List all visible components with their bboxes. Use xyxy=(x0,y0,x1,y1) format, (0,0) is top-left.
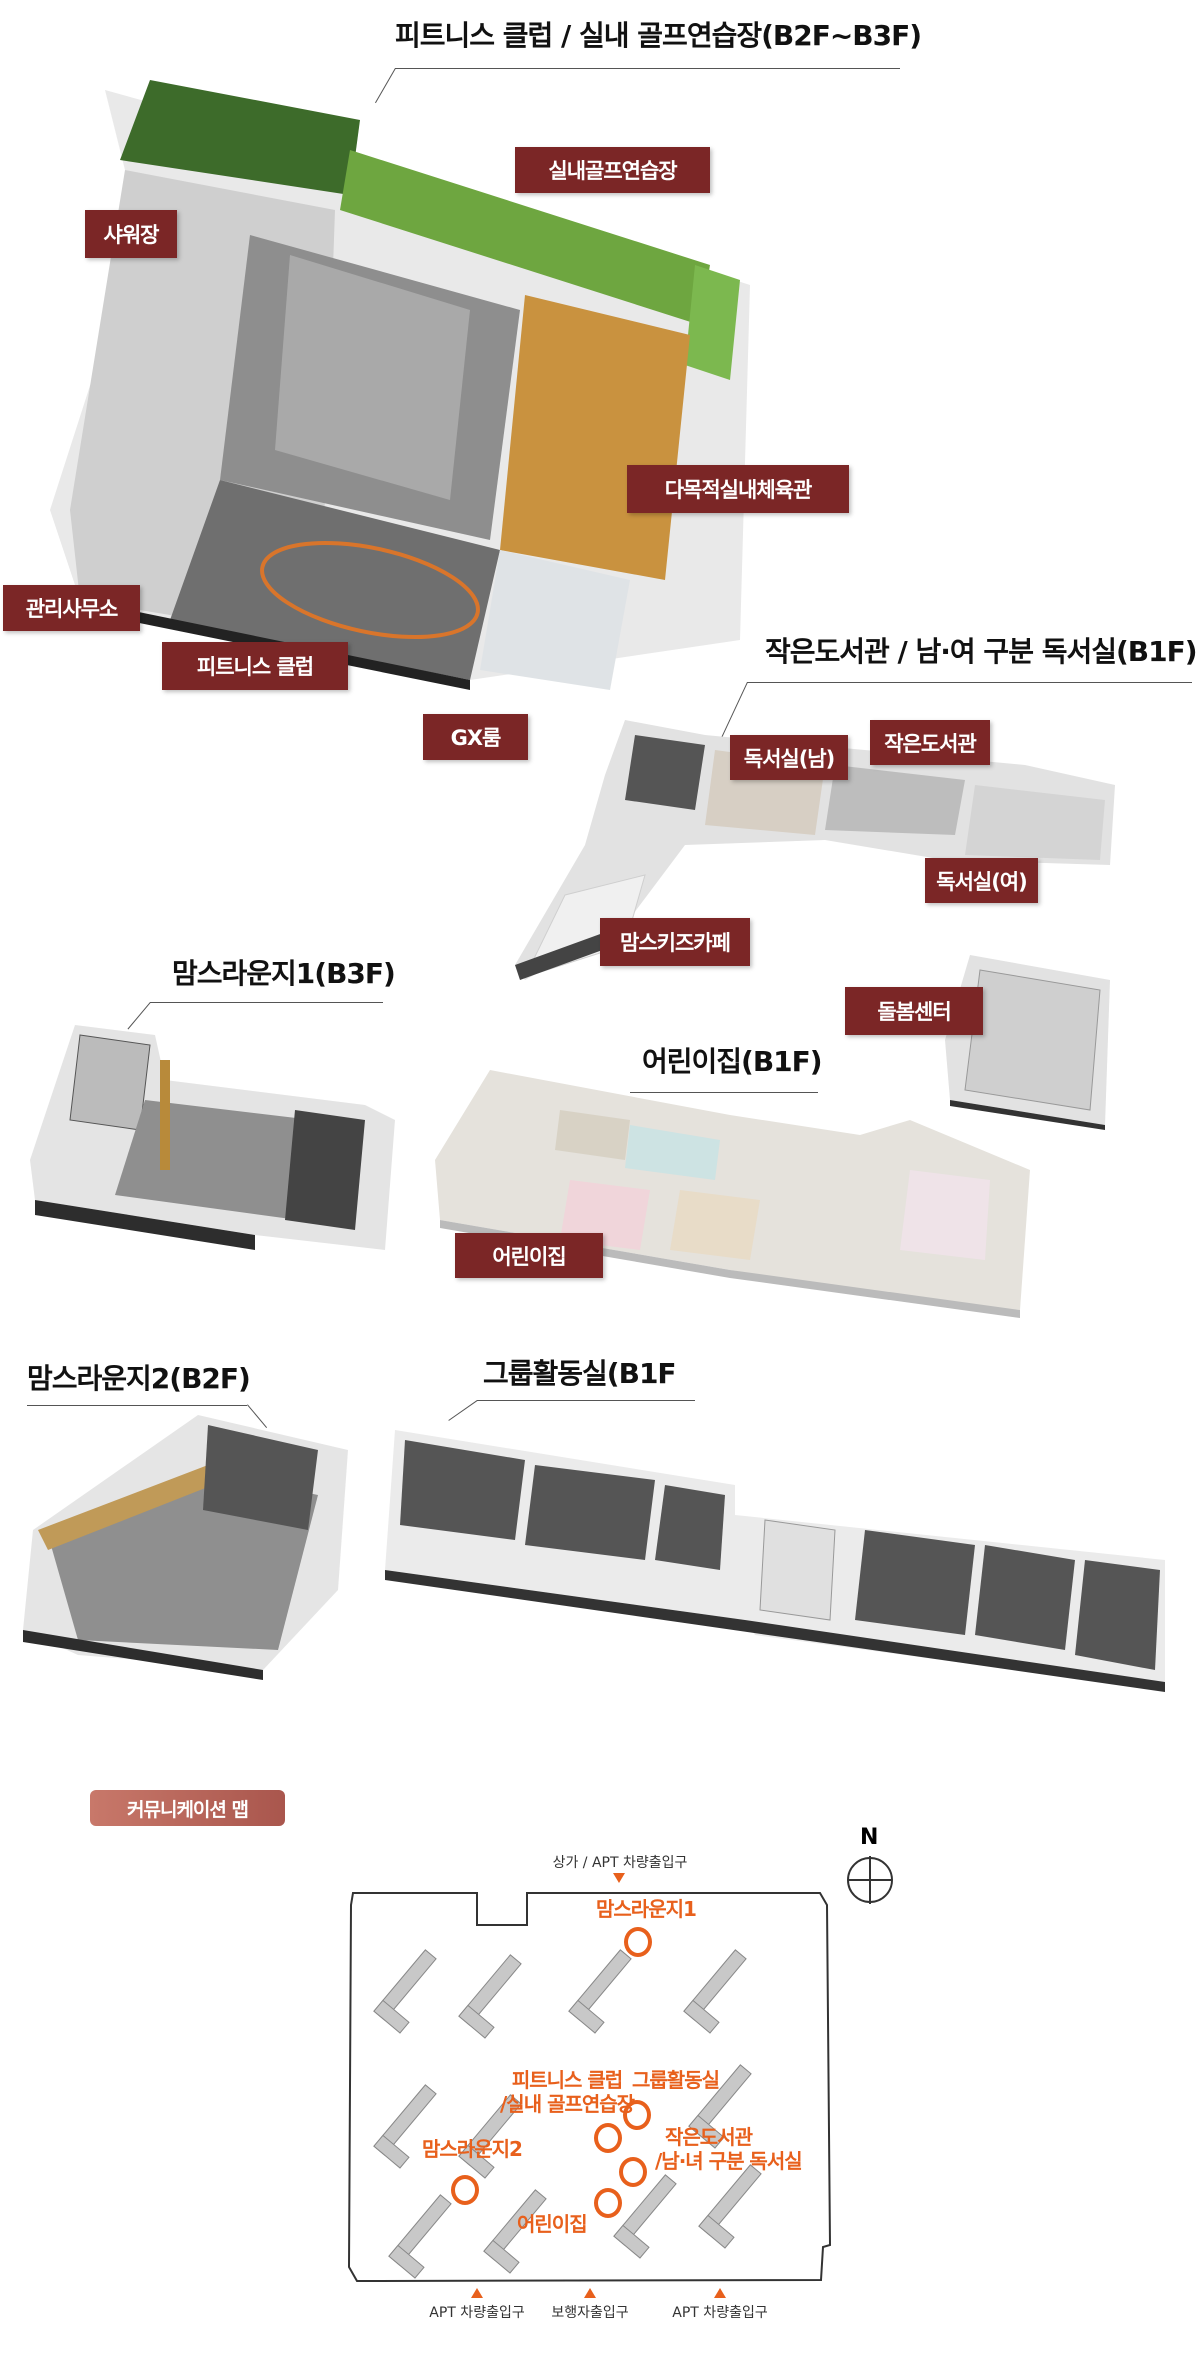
gate-label-top: 상가 / APT 차량출입구 xyxy=(552,1855,688,1871)
map-label-group-room: 그룹활동실 xyxy=(632,2068,720,2092)
gate-arrow-icon xyxy=(714,2288,726,2298)
group-room-floor-plan-image xyxy=(385,1430,1165,1692)
library-floor-plan-image xyxy=(515,720,1115,980)
location-marker-icon[interactable] xyxy=(594,2188,622,2218)
title-underline xyxy=(27,1405,247,1406)
community-map-badge: 커뮤니케이션 맵 xyxy=(90,1790,285,1826)
title-underline xyxy=(150,1002,383,1003)
label-shower-room: 샤워장 xyxy=(85,210,177,258)
gate-label-bottom-left: APT 차량출입구 xyxy=(429,2305,525,2321)
label-reading-room-men: 독서실(남) xyxy=(730,735,848,780)
gate-label-bottom-right: APT 차량출입구 xyxy=(672,2305,768,2321)
section-title-daycare: 어린이집(B1F) xyxy=(642,1045,823,1078)
label-fitness-club: 피트니스 클럽 xyxy=(162,642,348,690)
compass-icon xyxy=(847,1856,893,1904)
label-gym-hall: 다목적실내체육관 xyxy=(627,465,849,513)
title-underline xyxy=(477,1400,695,1401)
label-gx-room: GX룸 xyxy=(423,714,528,760)
section-title-fitness: 피트니스 클럽 / 실내 골프연습장(B2F~B3F) xyxy=(395,19,922,52)
label-moms-kids-cafe: 맘스키즈카페 xyxy=(600,918,750,966)
label-management-office: 관리사무소 xyxy=(3,585,140,631)
map-label-fitness-line2: /실내 골프연습장 xyxy=(500,2092,635,2116)
title-underline xyxy=(395,68,900,69)
site-boundary xyxy=(347,1892,832,2283)
section-title-moms-lounge2: 맘스라운지2(B2F) xyxy=(27,1362,251,1395)
title-underline xyxy=(747,682,1192,683)
location-marker-icon[interactable] xyxy=(594,2123,622,2153)
moms-lounge1-floor-plan-image xyxy=(30,1025,395,1250)
gate-label-bottom-middle: 보행자출입구 xyxy=(551,2305,629,2321)
map-label-daycare: 어린이집 xyxy=(517,2212,588,2236)
compass-north-label: N xyxy=(860,1825,879,1850)
map-label-fitness: 피트니스 클럽 /실내 골프연습장 xyxy=(500,2068,635,2116)
map-label-library: 작은도서관 /남·녀 구분 독서실 xyxy=(655,2125,803,2173)
map-label-library-line1: 작은도서관 xyxy=(665,2125,753,2149)
gate-arrow-icon xyxy=(584,2288,596,2298)
label-small-library: 작은도서관 xyxy=(870,720,990,765)
section-title-moms-lounge1: 맘스라운지1(B3F) xyxy=(172,957,396,990)
location-marker-icon[interactable] xyxy=(451,2175,479,2205)
map-label-fitness-line1: 피트니스 클럽 xyxy=(511,2068,623,2092)
location-marker-icon[interactable] xyxy=(619,2157,647,2187)
section-title-library: 작은도서관 / 남·여 구분 독서실(B1F) xyxy=(765,635,1198,668)
location-marker-icon[interactable] xyxy=(624,1927,652,1957)
label-indoor-golf: 실내골프연습장 xyxy=(515,147,710,193)
map-label-moms-lounge1: 맘스라운지1 xyxy=(596,1897,697,1921)
title-underline xyxy=(630,1092,818,1093)
daycare-floor-plan-image xyxy=(435,1070,1030,1318)
care-center-floor-plan-image xyxy=(945,955,1110,1130)
gate-arrow-icon xyxy=(613,1873,625,1883)
label-care-center: 돌봄센터 xyxy=(845,987,983,1035)
leader-line xyxy=(448,1400,478,1421)
gate-arrow-icon xyxy=(471,2288,483,2298)
moms-lounge2-floor-plan-image xyxy=(23,1415,348,1680)
map-label-moms-lounge2: 맘스라운지2 xyxy=(422,2137,523,2161)
label-reading-room-women: 독서실(여) xyxy=(925,858,1038,903)
section-title-group-room: 그룹활동실(B1F xyxy=(483,1357,677,1390)
map-label-library-line2: /남·녀 구분 독서실 xyxy=(655,2149,803,2173)
label-daycare: 어린이집 xyxy=(455,1233,603,1278)
location-marker-icon[interactable] xyxy=(623,2100,651,2130)
